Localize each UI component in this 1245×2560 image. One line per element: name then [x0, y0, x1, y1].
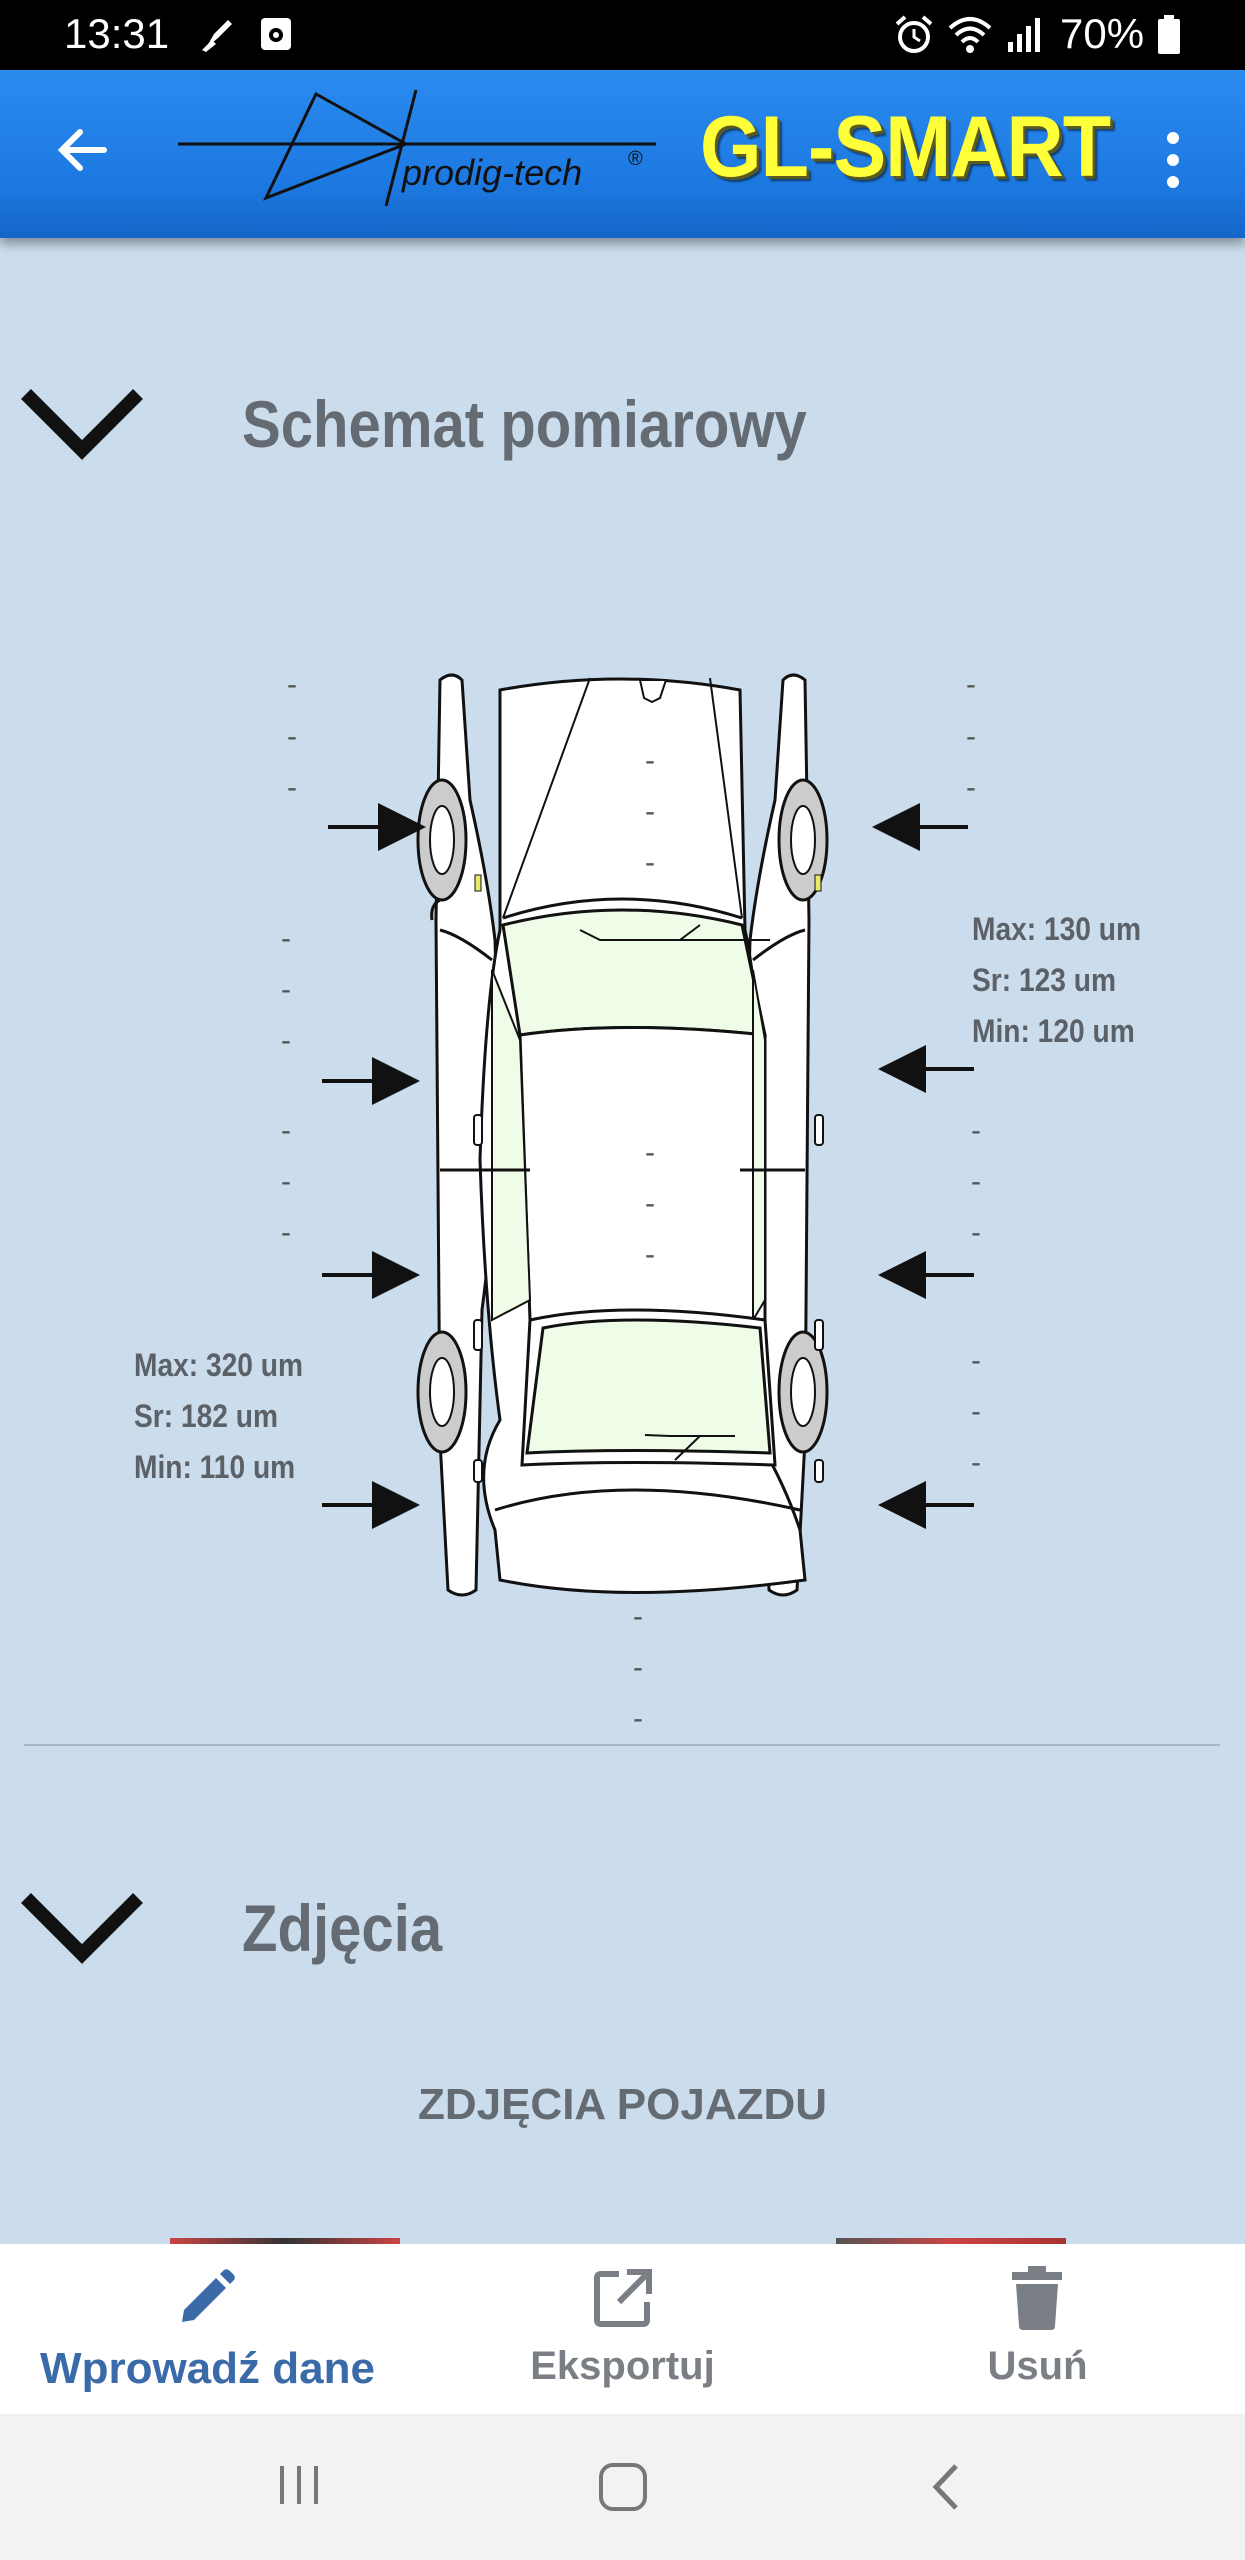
system-back-icon[interactable]: [928, 2462, 962, 2512]
section-header-zdjecia[interactable]: Zdjęcia: [0, 1874, 1245, 1994]
measurement-max: Max: 320 um: [134, 1347, 304, 1383]
nav-delete[interactable]: Usuń: [830, 2244, 1245, 2414]
value-placeholder: -: [971, 1395, 981, 1428]
value-placeholder: -: [645, 846, 655, 879]
measurement-min: Min: 110 um: [134, 1449, 296, 1485]
vehicle-photos-heading: ZDJĘCIA POJAZDU: [417, 2080, 828, 2129]
home-icon[interactable]: [598, 2462, 648, 2512]
recent-apps-icon[interactable]: [276, 2462, 322, 2508]
value-placeholder: -: [281, 922, 291, 955]
section-title-zdjecia: Zdjęcia: [242, 1891, 443, 1965]
value-placeholder: -: [971, 1344, 981, 1377]
nav-label: Usuń: [987, 2344, 1088, 2388]
back-arrow-icon[interactable]: [52, 120, 112, 180]
prodig-tech-logo: prodig-tech ®: [176, 88, 666, 213]
calendar-icon: [261, 18, 291, 50]
measurement-avg: Sr: 182 um: [134, 1398, 278, 1434]
logo-registered-mark: ®: [628, 148, 643, 170]
status-bar: 13:31 70%: [0, 0, 1245, 70]
value-placeholder: -: [971, 1165, 981, 1198]
value-placeholder: -: [966, 668, 976, 701]
status-time: 13:31: [64, 10, 170, 57]
value-placeholder: -: [281, 1165, 291, 1198]
measurement-right-front-door: Max: 130 um Sr: 123 um Min: 120 um: [972, 904, 1141, 1057]
photo-thumbnail[interactable]: [836, 2238, 1066, 2244]
value-placeholder: -: [281, 1216, 291, 1249]
measurement-min: Min: 120 um: [972, 1013, 1135, 1049]
photo-thumbnail[interactable]: [170, 2238, 400, 2244]
pencil-icon: [182, 2269, 235, 2322]
value-placeholder: -: [633, 1600, 643, 1633]
value-placeholder: -: [281, 1114, 291, 1147]
car-top-view: [322, 673, 974, 1597]
value-placeholder: -: [287, 720, 297, 753]
value-placeholder: -: [645, 1136, 655, 1169]
export-icon: [594, 2269, 652, 2327]
section-title-schemat: Schemat pomiarowy: [242, 387, 807, 461]
measurement-diagram: - - - - - - - - - - - - - - - - - - - - …: [0, 640, 1245, 1750]
overflow-menu-icon[interactable]: [1162, 130, 1184, 190]
value-placeholder: -: [966, 771, 976, 804]
chevron-down-icon[interactable]: [20, 386, 144, 466]
battery-percent: 70%: [1060, 10, 1145, 57]
value-placeholder: -: [971, 1446, 981, 1479]
measurement-avg: Sr: 123 um: [972, 962, 1116, 998]
value-placeholder: -: [645, 744, 655, 777]
trash-icon: [1012, 2266, 1062, 2330]
chevron-down-icon[interactable]: [20, 1890, 144, 1970]
broom-icon: [202, 20, 232, 52]
wifi-icon: [948, 17, 992, 53]
value-placeholder: -: [281, 973, 291, 1006]
value-placeholder: -: [633, 1651, 643, 1684]
value-placeholder: -: [966, 720, 976, 753]
value-placeholder: -: [287, 668, 297, 701]
bottom-navigation: Wprowadź dane Eksportuj Usuń: [0, 2244, 1245, 2414]
nav-label: Eksportuj: [530, 2344, 715, 2388]
value-placeholder: -: [645, 1238, 655, 1271]
measurement-max: Max: 130 um: [972, 911, 1142, 947]
value-placeholder: -: [971, 1114, 981, 1147]
nav-label: Wprowadź dane: [40, 2344, 375, 2393]
app-bar: prodig-tech ® GL-SMART: [0, 70, 1245, 238]
value-placeholder: -: [645, 795, 655, 828]
value-placeholder: -: [971, 1216, 981, 1249]
nav-export[interactable]: Eksportuj: [415, 2244, 830, 2414]
battery-icon: [1158, 15, 1180, 54]
brand-title: GL-SMART: [700, 99, 1111, 195]
value-placeholder: -: [281, 1024, 291, 1057]
nav-enter-data[interactable]: Wprowadź dane: [0, 2244, 415, 2414]
logo-text: prodig-tech: [402, 152, 583, 193]
section-header-schemat[interactable]: Schemat pomiarowy: [0, 370, 1245, 490]
value-placeholder: -: [645, 1187, 655, 1220]
value-placeholder: -: [633, 1702, 643, 1735]
measurement-left-rear: Max: 320 um Sr: 182 um Min: 110 um: [134, 1340, 303, 1493]
value-placeholder: -: [287, 771, 297, 804]
section-divider: [24, 1744, 1220, 1746]
signal-icon: [1008, 18, 1040, 52]
alarm-icon: [895, 15, 933, 53]
system-navigation-bar: [0, 2414, 1245, 2560]
